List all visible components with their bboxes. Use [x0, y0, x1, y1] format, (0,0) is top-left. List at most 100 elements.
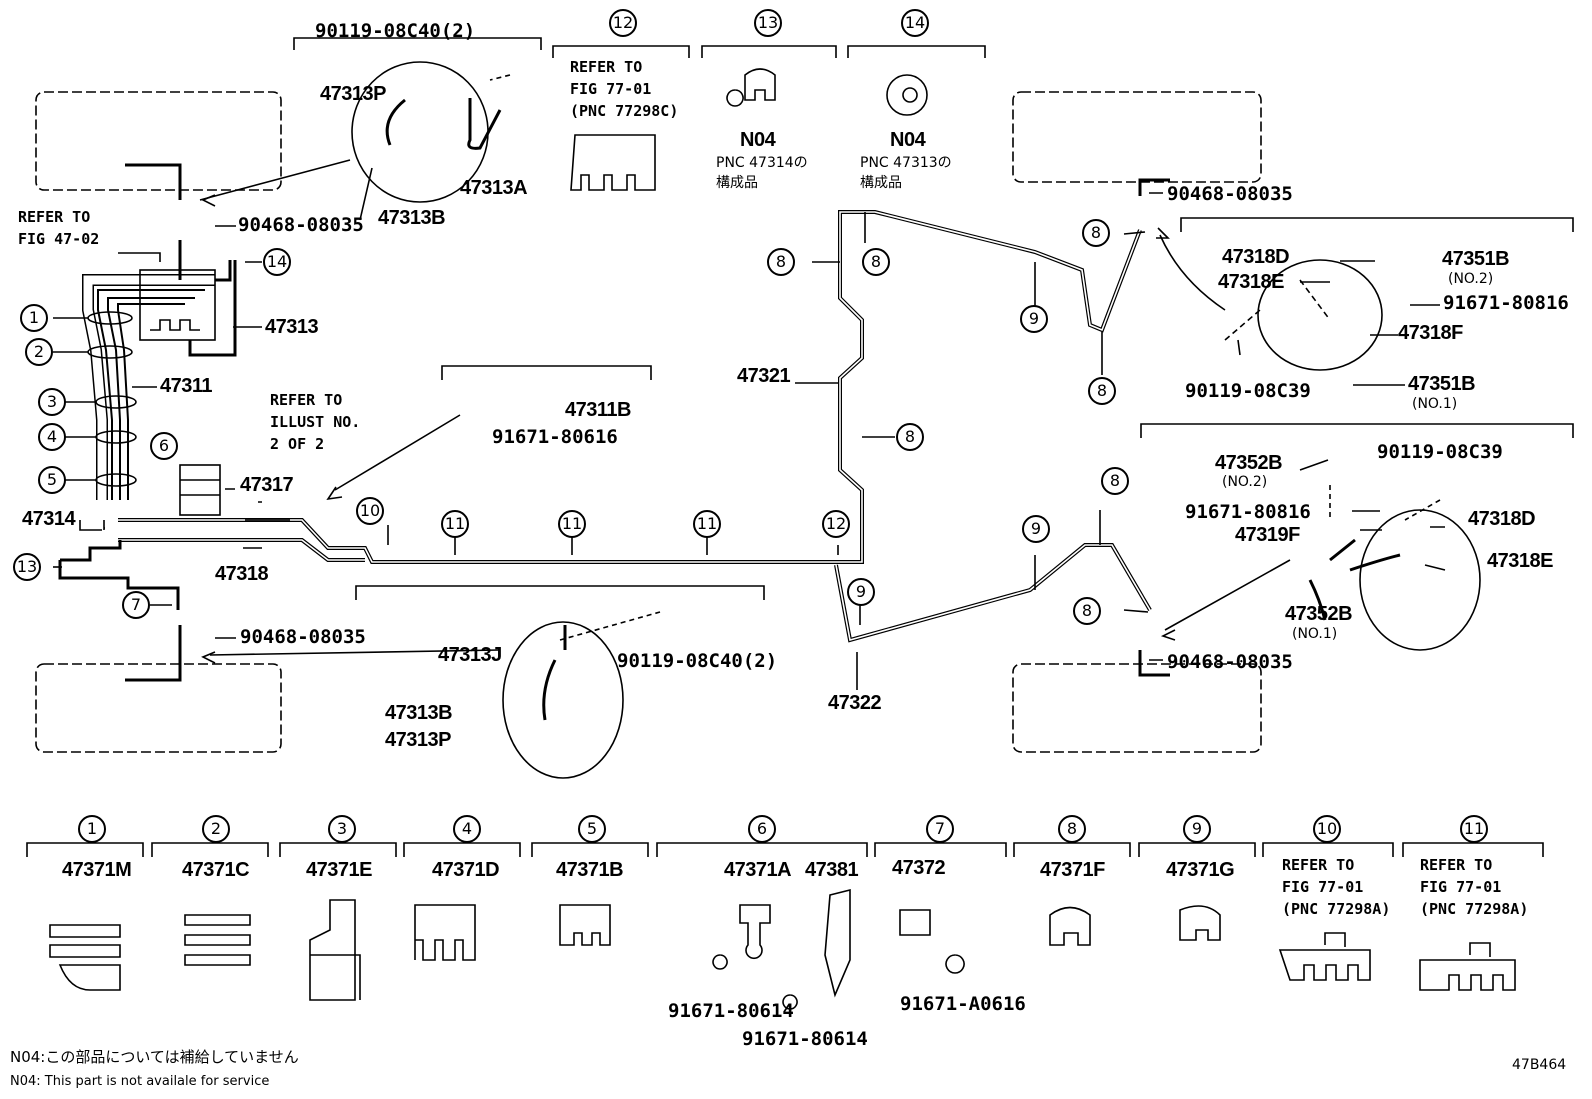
- part-label: 91671-80816: [1443, 292, 1569, 314]
- callout-8: 8: [767, 248, 795, 276]
- n04-label: N04: [740, 129, 776, 151]
- legend-part: 47371G: [1166, 859, 1235, 881]
- part-label: 47351B: [1408, 373, 1476, 395]
- legend-part: 47371C: [182, 859, 250, 881]
- callout-7: 7: [122, 591, 150, 619]
- legend-callout-8: 8: [1058, 815, 1086, 843]
- callout-12: 12: [609, 9, 637, 37]
- callout-9: 9: [847, 578, 875, 606]
- part-label: 47351B: [1442, 248, 1510, 270]
- legend-part: 47371D: [432, 859, 500, 881]
- refer-fig-77-01-a: REFER TO FIG 77-01 (PNC 77298A): [1420, 856, 1529, 918]
- n04-desc: PNC 47313の 構成品: [860, 155, 952, 191]
- legend-part: 47371E: [306, 859, 372, 881]
- callout-10: 10: [356, 497, 384, 525]
- part-label: 47318E: [1218, 271, 1284, 293]
- legend-sub-part: 91671-80614: [742, 1028, 868, 1050]
- part-label: 47319F: [1235, 524, 1300, 546]
- callout-11: 11: [441, 510, 469, 538]
- legend-part: 47371A: [724, 859, 792, 881]
- part-label: (NO.1): [1412, 396, 1458, 412]
- part-label: 91671-80816: [1185, 501, 1311, 523]
- part-label: 91671-80616: [492, 426, 618, 448]
- callout-8: 8: [1101, 467, 1129, 495]
- part-label: (NO.1): [1292, 626, 1338, 642]
- part-label: 90468-08035: [238, 214, 364, 236]
- part-label: 47313A: [460, 177, 528, 199]
- part-label: 47313B: [385, 702, 453, 724]
- refer-fig-77-01-a: REFER TO FIG 77-01 (PNC 77298A): [1282, 856, 1391, 918]
- legend-callout-9: 9: [1183, 815, 1211, 843]
- callout-9: 9: [1020, 305, 1048, 333]
- callout-8: 8: [1088, 377, 1116, 405]
- front-left-wheel-outline: [35, 91, 282, 191]
- callout-4: 4: [38, 423, 66, 451]
- legend-callout-11: 11: [1460, 815, 1488, 843]
- part-label: 47314: [22, 508, 76, 530]
- refer-illust-2: REFER TO ILLUST NO. 2 OF 2: [270, 391, 361, 453]
- callout-2: 2: [25, 338, 53, 366]
- part-label: 47313P: [320, 83, 386, 105]
- part-label: 47321: [737, 365, 791, 387]
- callout-1: 1: [20, 304, 48, 332]
- part-label: 47311B: [565, 399, 631, 421]
- part-label: 47352B: [1285, 603, 1353, 625]
- part-label: 47352B: [1215, 452, 1283, 474]
- n04-label: N04: [890, 129, 926, 151]
- callout-5: 5: [38, 466, 66, 494]
- part-label: (NO.2): [1448, 271, 1494, 287]
- part-label: 47313J: [438, 644, 502, 666]
- legend-part: 47381: [805, 859, 859, 881]
- legend-callout-10: 10: [1313, 815, 1341, 843]
- legend-callout-7: 7: [926, 815, 954, 843]
- callout-11: 11: [558, 510, 586, 538]
- part-label: 90468-08035: [1167, 651, 1293, 673]
- legend-part: 47371F: [1040, 859, 1105, 881]
- legend-part: 47371M: [62, 859, 132, 881]
- legend-part: 47371B: [556, 859, 624, 881]
- part-label: 47317: [240, 474, 294, 496]
- callout-8: 8: [1082, 219, 1110, 247]
- part-label: 90468-08035: [1167, 183, 1293, 205]
- legend-callout-1: 1: [78, 815, 106, 843]
- n04-desc: PNC 47314の 構成品: [716, 155, 808, 191]
- callout-8: 8: [896, 423, 924, 451]
- part-label: 47311: [160, 375, 213, 397]
- note-jp: N04:この部品については補給していません: [10, 1048, 299, 1066]
- legend-sub-part: 91671-80614: [668, 1000, 794, 1022]
- refer-fig-47-02: REFER TO FIG 47-02: [18, 208, 100, 248]
- part-label: 47318F: [1398, 322, 1463, 344]
- refer-fig-77-01-c: REFER TO FIG 77-01 (PNC 77298C): [570, 58, 679, 120]
- callout-8: 8: [1073, 597, 1101, 625]
- note-en: N04: This part is not availale for servi…: [10, 1074, 270, 1089]
- legend-callout-5: 5: [578, 815, 606, 843]
- part-label: 47318E: [1487, 550, 1553, 572]
- callout-8: 8: [862, 248, 890, 276]
- callout-11: 11: [693, 510, 721, 538]
- legend-callout-4: 4: [453, 815, 481, 843]
- part-label: 47322: [828, 692, 882, 714]
- callout-13: 13: [754, 9, 782, 37]
- callout-14: 14: [901, 9, 929, 37]
- legend-callout-3: 3: [328, 815, 356, 843]
- part-label: 47313P: [385, 729, 451, 751]
- part-label: 90119-08C40(2): [617, 650, 778, 672]
- callout-9: 9: [1022, 515, 1050, 543]
- callout-13: 13: [13, 553, 41, 581]
- part-label: 90119-08C40(2): [315, 20, 476, 42]
- callout-3: 3: [38, 388, 66, 416]
- callout-12: 12: [822, 510, 850, 538]
- legend-part: 47372: [892, 857, 946, 879]
- rear-right-wheel-outline: [1012, 663, 1262, 753]
- part-label: (NO.2): [1222, 474, 1268, 490]
- part-label: 90119-08C39: [1377, 441, 1503, 463]
- part-label: 90468-08035: [240, 626, 366, 648]
- front-right-wheel-outline: [1012, 91, 1262, 183]
- part-label: 47313B: [378, 207, 446, 229]
- part-label: 47318: [215, 563, 269, 585]
- legend-callout-2: 2: [202, 815, 230, 843]
- part-label: 47313: [265, 316, 319, 338]
- legend-sub-part: 91671-A0616: [900, 993, 1026, 1015]
- callout-14: 14: [263, 248, 291, 276]
